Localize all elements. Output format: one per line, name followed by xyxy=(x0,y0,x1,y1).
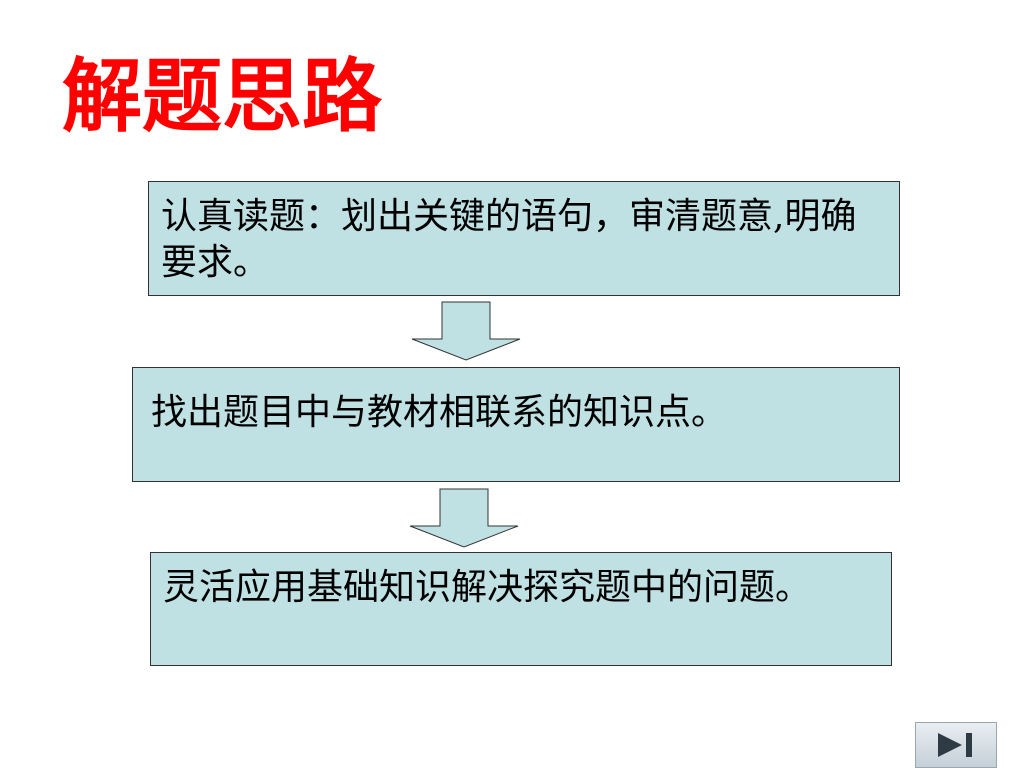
down-arrow-icon xyxy=(411,301,521,361)
next-slide-button[interactable] xyxy=(915,722,997,768)
step-text-2: 找出题目中与教材相联系的知识点。 xyxy=(151,392,728,433)
slide-title: 解题思路 xyxy=(62,49,382,143)
down-arrow-icon xyxy=(409,488,519,548)
step-box-1: 认真读题：划出关键的语句，审清题意,明确要求。 xyxy=(148,181,900,296)
skip-to-end-icon xyxy=(938,733,972,757)
step-box-3: 灵活应用基础知识解决探究题中的问题。 xyxy=(150,552,892,666)
step-box-2: 找出题目中与教材相联系的知识点。 xyxy=(132,367,900,482)
step-text-3: 灵活应用基础知识解决探究题中的问题。 xyxy=(163,567,812,608)
step-text-1: 认真读题：划出关键的语句，审清题意,明确要求。 xyxy=(161,196,857,284)
